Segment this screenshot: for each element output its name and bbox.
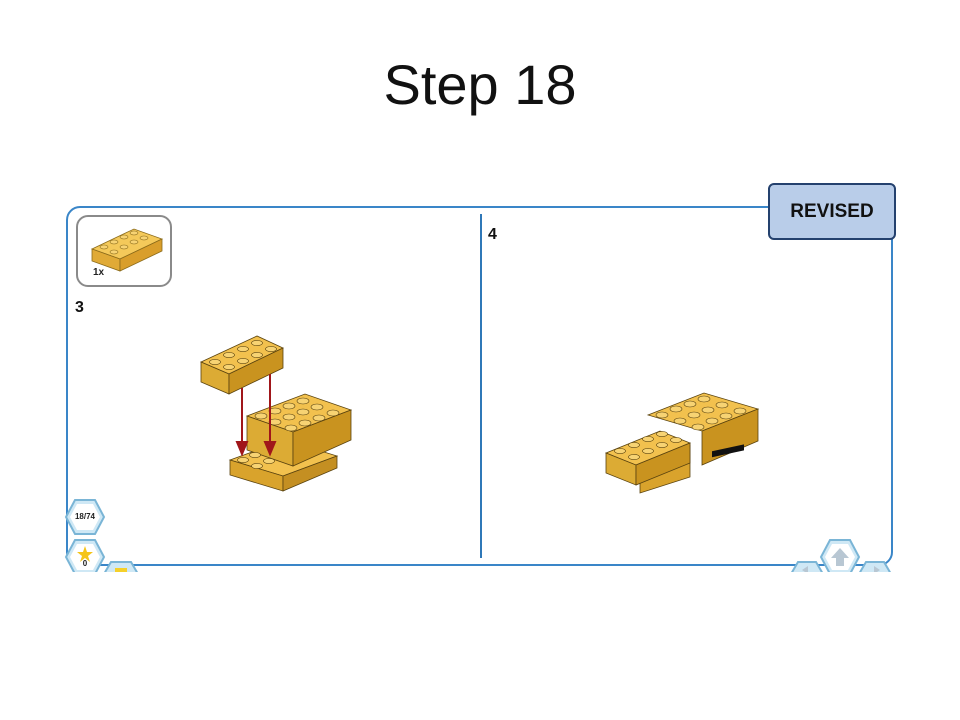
slide-bottom-area bbox=[0, 572, 960, 720]
up-nav-button[interactable] bbox=[819, 538, 861, 578]
revised-badge: REVISED bbox=[768, 183, 896, 240]
slide-title: Step 18 bbox=[383, 53, 577, 116]
sparkle-button[interactable] bbox=[64, 538, 106, 578]
sparkle-icon bbox=[77, 546, 93, 562]
instruction-panel bbox=[66, 206, 893, 566]
step-divider bbox=[480, 214, 482, 558]
step-number-4: 4 bbox=[488, 226, 497, 243]
brick-2x4-part-icon bbox=[90, 228, 164, 272]
sub-counter: 0 bbox=[82, 559, 88, 568]
page-counter: 18/74 bbox=[74, 512, 96, 521]
page-counter-button[interactable] bbox=[64, 498, 106, 538]
step-number-3: 3 bbox=[75, 299, 84, 316]
part-quantity: 1x bbox=[93, 267, 105, 278]
down-arrow-icon bbox=[235, 374, 277, 457]
step-4-build-illustration bbox=[604, 392, 760, 494]
parts-list-box: 1x bbox=[76, 215, 172, 287]
step-3-build-illustration bbox=[200, 335, 353, 492]
up-arrow-icon bbox=[831, 548, 849, 566]
